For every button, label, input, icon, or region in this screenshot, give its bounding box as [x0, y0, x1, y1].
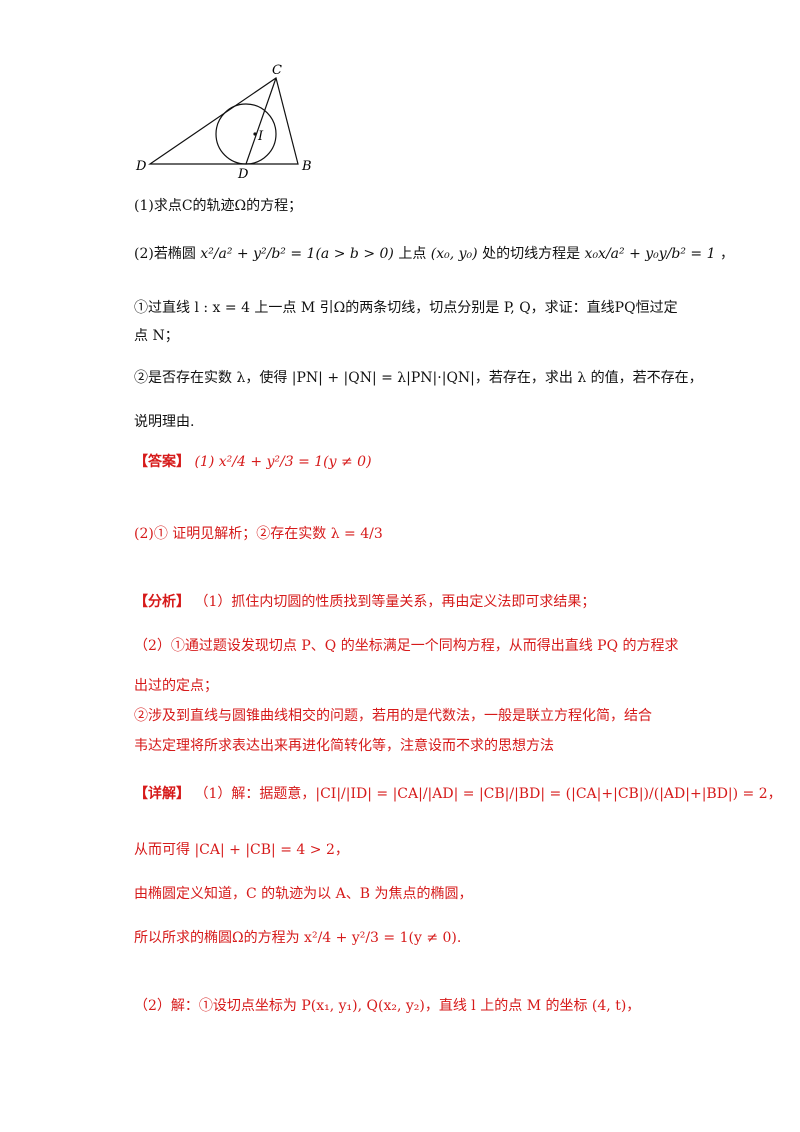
label-d-left: D: [135, 159, 147, 174]
triangle-incircle-figure: C I D D B: [135, 63, 312, 180]
question-1: (1)求点C的轨迹Ω的方程；: [134, 198, 303, 214]
label-b: B: [301, 159, 312, 174]
answer-part-1: (1) x²/4 + y²/3 = 1(y ≠ 0): [194, 454, 372, 470]
analysis-line-4: ②涉及到直线与圆锥曲线相交的问题，若用的是代数法，一般是联立方程化简，结合: [134, 708, 652, 724]
answer-tag: 【答案】: [134, 454, 190, 470]
analysis-line-3: 出过的定点；: [134, 678, 218, 694]
question-2-2-line1: ②是否存在实数 λ，使得 |PN| + |QN| = λ|PN|·|QN|，若存…: [134, 370, 703, 386]
detail-line-4: 所以所求的椭圆Ω的方程为 x²/4 + y²/3 = 1(y ≠ 0).: [134, 930, 462, 946]
answer-line-2: (2)① 证明见解析；②存在实数 λ = 4/3: [134, 526, 383, 542]
question-2: (2)若椭圆 x²/a² + y²/b² = 1(a > b > 0) 上点 (…: [134, 246, 734, 262]
detail-line-3: 由椭圆定义知道，C 的轨迹为以 A、B 为焦点的椭圆，: [134, 886, 473, 902]
question-2-1-line1: ①过直线 l : x = 4 上一点 M 引Ω的两条切线，切点分别是 P, Q，…: [134, 300, 678, 316]
question-2-2-line2: 说明理由.: [134, 414, 195, 430]
detail-line-2: 从而可得 |CA| + |CB| = 4 > 2，: [134, 842, 349, 858]
analysis-line-5: 韦达定理将所求表达出来再进化简转化等，注意设而不求的思想方法: [134, 738, 554, 754]
label-i: I: [257, 129, 264, 144]
detail-line-1: 【详解】 （1）解：据题意，|CI|/|ID| = |CA|/|AD| = |C…: [134, 786, 782, 802]
question-2-1-line2: 点 N；: [134, 328, 179, 344]
label-c: C: [272, 63, 282, 78]
analysis-tag: 【分析】: [134, 594, 190, 610]
analysis-line-1: 【分析】 （1）抓住内切圆的性质找到等量关系，再由定义法即可求结果；: [134, 594, 596, 610]
label-d-bottom: D: [237, 167, 249, 180]
answer-line-1: 【答案】 (1) x²/4 + y²/3 = 1(y ≠ 0): [134, 452, 372, 472]
detail-line-5: （2）解：①设切点坐标为 P(x₁, y₁), Q(x₂, y₂)，直线 l 上…: [134, 998, 641, 1014]
analysis-line-2: （2）①通过题设发现切点 P、Q 的坐标满足一个同构方程，从而得出直线 PQ 的…: [134, 638, 679, 654]
detail-tag: 【详解】: [134, 786, 190, 802]
